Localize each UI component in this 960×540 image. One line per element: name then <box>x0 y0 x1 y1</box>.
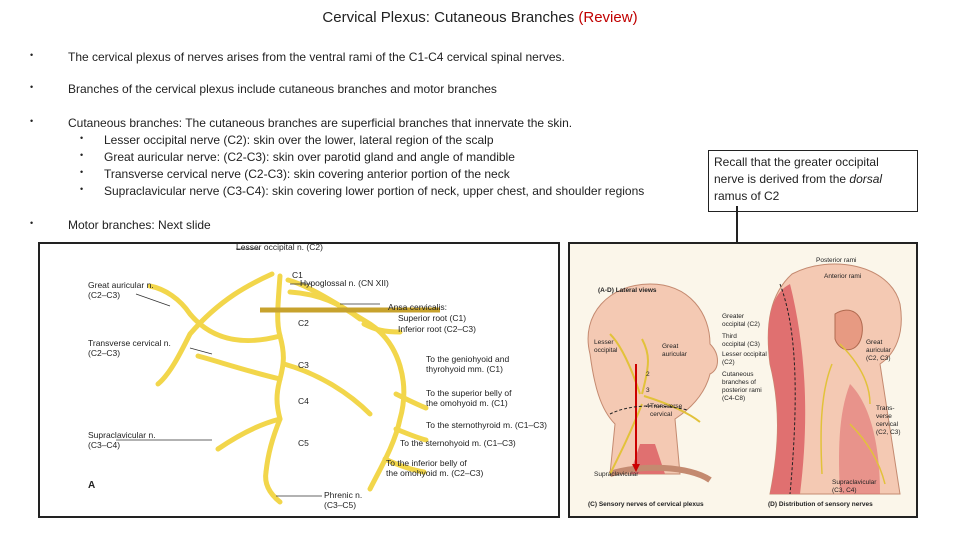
label-d-transverse: Trans- <box>876 405 895 412</box>
label-hypoglossal: Hypoglossal n. (CN XII) <box>300 278 389 288</box>
svg-text:cervical: cervical <box>650 411 673 418</box>
label-c-great: Great <box>662 343 678 350</box>
svg-text:(C2–C3): (C2–C3) <box>88 348 120 358</box>
c2-root <box>277 333 286 382</box>
slide-title: Cervical Plexus: Cutaneous Branches (Rev… <box>322 9 638 26</box>
label-sternothyroid: To the sternothyroid m. (C1–C3) <box>426 420 547 430</box>
svg-text:(C4-C8): (C4-C8) <box>722 395 745 402</box>
label-c-lesser: Lesser <box>594 339 614 346</box>
label-lesser-occipital: Lesser occipital n. (C2) <box>236 244 323 252</box>
plexus-schematic: Lesser occipital n. (C2) Great auricular… <box>88 242 547 510</box>
nerve-branches <box>147 271 429 505</box>
figure-a-plexus-diagram: Lesser occipital n. (C2) Great auricular… <box>38 242 560 518</box>
label-c3: C3 <box>298 360 309 370</box>
svg-text:(C3–C4): (C3–C4) <box>88 440 120 450</box>
label-third-occipital: Third <box>722 333 737 340</box>
head-d-illustration <box>767 263 902 495</box>
svg-text:branches of: branches of <box>722 379 756 386</box>
c4-root <box>263 416 283 475</box>
svg-text:(C3–C5): (C3–C5) <box>324 500 356 510</box>
label-cutaneous-posterior: Cutaneous <box>722 371 754 378</box>
svg-text:auricular: auricular <box>662 351 688 358</box>
label-c4: C4 <box>298 396 309 406</box>
great-auricular-branch <box>147 283 283 343</box>
inferior-root <box>281 361 373 417</box>
head-c-illustration <box>587 283 718 483</box>
label-great-auricular: Great auricular n. <box>88 280 154 290</box>
caption-d: (D) Distribution of sensory nerves <box>768 501 873 508</box>
label-supraclavicular: Supraclavicular n. <box>88 430 156 440</box>
callout-emphasis: dorsal <box>849 172 883 186</box>
label-greater-occipital: Greater <box>722 313 745 320</box>
label-lesser-occipital-d: Lesser occipital <box>722 351 767 358</box>
svg-text:(C2–C3): (C2–C3) <box>88 290 120 300</box>
label-c-supraclavicular: Supraclavicular <box>594 471 639 478</box>
label-c-transverse: Transverse <box>650 403 683 410</box>
svg-text:(C2): (C2) <box>722 359 735 366</box>
svg-text:the omohyoid m. (C2–C3): the omohyoid m. (C2–C3) <box>386 468 483 478</box>
label-posterior-rami: Posterior rami <box>816 257 856 264</box>
svg-text:the omohyoid m. (C1): the omohyoid m. (C1) <box>426 398 508 408</box>
label-sternohyoid: To the sternohyoid m. (C1–C3) <box>400 438 516 448</box>
label-c5: C5 <box>298 438 309 448</box>
label-transverse-cervical: Transverse cervical n. <box>88 338 171 348</box>
svg-text:posterior rami: posterior rami <box>722 387 762 394</box>
svg-text:occipital: occipital <box>594 347 618 354</box>
label-c1: C1 <box>292 270 303 280</box>
label-c2: C2 <box>298 318 309 328</box>
sternothyroid-branch <box>393 426 429 443</box>
leader-lines <box>116 248 380 497</box>
label-d-great-auricular: Great <box>866 339 882 346</box>
label-inferior-root: Inferior root (C2–C3) <box>398 324 476 334</box>
label-ansa: Ansa cervicalis: <box>388 302 447 312</box>
supraclavicular-branch <box>215 416 283 452</box>
recall-callout: Recall that the greater occipital nerve … <box>708 150 918 212</box>
svg-text:cervical: cervical <box>876 421 899 428</box>
phrenic-trunk <box>263 469 283 505</box>
svg-text:verse: verse <box>876 413 892 420</box>
svg-text:(C3, C4): (C3, C4) <box>832 487 857 494</box>
svg-text:auricular: auricular <box>866 347 892 354</box>
title-review-tag: (Review) <box>578 9 638 26</box>
lesser-occipital-branch <box>155 271 275 387</box>
svg-text:3: 3 <box>646 387 650 394</box>
transverse-cervical-branch <box>195 353 283 382</box>
label-anterior-rami: Anterior rami <box>824 273 861 280</box>
label-lateral-views: (A-D) Lateral views <box>598 287 657 294</box>
svg-text:(C2, C3): (C2, C3) <box>876 429 901 436</box>
figure-cd-labels: (A-D) Lateral views Lesser occipital Gre… <box>588 257 901 508</box>
label-phrenic: Phrenic n. <box>324 490 362 500</box>
label-d-supraclavicular: Supraclavicular <box>832 479 877 486</box>
figure-a-labels: Lesser occipital n. (C2) Great auricular… <box>88 242 547 510</box>
c3-root <box>274 376 283 422</box>
figure-cd-sensory-diagram: (A-D) Lateral views Lesser occipital Gre… <box>568 242 918 518</box>
omohyoid-superior-branch <box>393 391 429 411</box>
figure-letter: A <box>88 480 95 491</box>
svg-text:(C2, C3): (C2, C3) <box>866 355 891 362</box>
svg-text:4: 4 <box>646 403 650 410</box>
label-geniohyoid: To the geniohyoid and <box>426 354 509 364</box>
svg-text:thyrohyoid mm. (C1): thyrohyoid mm. (C1) <box>426 364 503 374</box>
svg-text:occipital (C2): occipital (C2) <box>722 321 760 328</box>
geniohyoid-branch <box>361 321 403 335</box>
svg-text:occipital (C3): occipital (C3) <box>722 341 760 348</box>
label-omohyoid-superior: To the superior belly of <box>426 388 512 398</box>
superior-root <box>287 289 363 322</box>
svg-text:2: 2 <box>646 371 650 378</box>
label-superior-root: Superior root (C1) <box>398 313 466 323</box>
caption-c: (C) Sensory nerves of cervical plexus <box>588 501 704 508</box>
c1-root <box>275 273 283 339</box>
label-omohyoid-inferior: To the inferior belly of <box>386 458 467 468</box>
sensory-illustration: (A-D) Lateral views Lesser occipital Gre… <box>570 244 916 516</box>
omohyoid-inferior-branch <box>382 456 427 475</box>
